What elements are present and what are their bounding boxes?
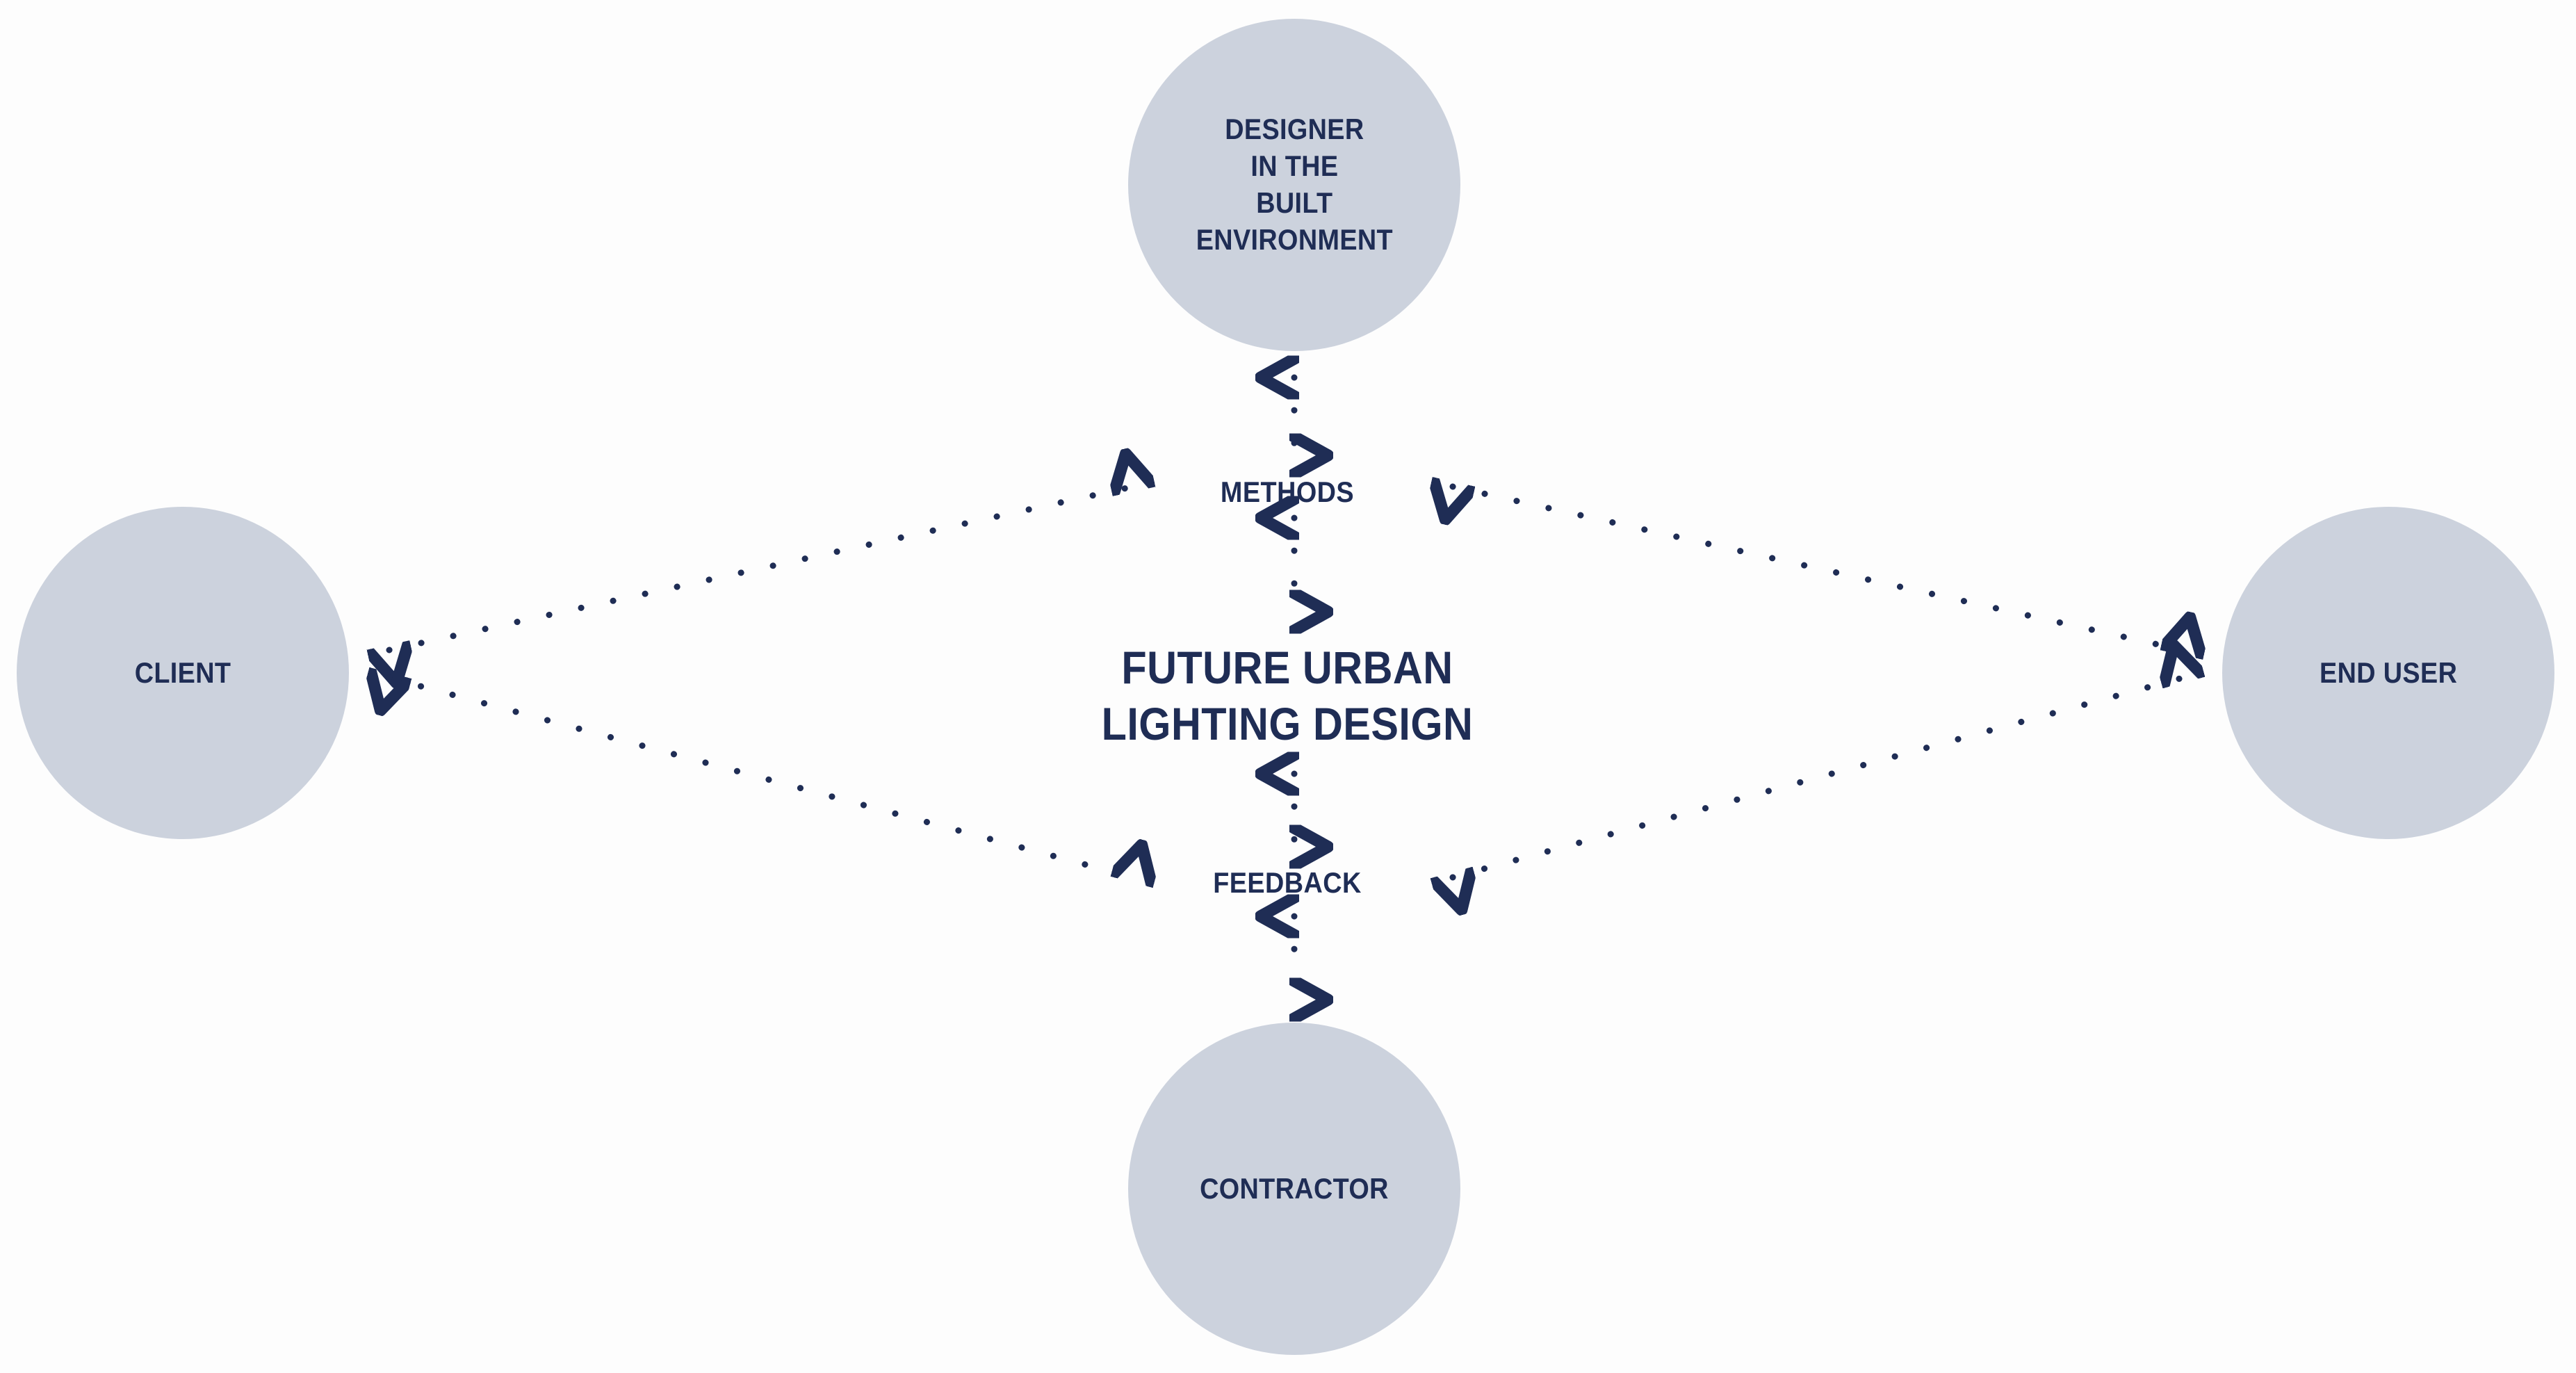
node-contractor-label: CONTRACTOR bbox=[1200, 1171, 1389, 1205]
connector-methods-enduser bbox=[1453, 487, 2183, 650]
connector-feedback-enduser bbox=[1453, 678, 2183, 877]
node-client[interactable]: CLIENT bbox=[17, 507, 349, 839]
node-designer-label: DESIGNER IN THE BUILT ENVIRONMENT bbox=[1196, 113, 1393, 256]
hub-label-feedback: FEEDBACK bbox=[1213, 866, 1362, 899]
node-contractor[interactable]: CONTRACTOR bbox=[1128, 1023, 1460, 1355]
hub-label-methods: METHODS bbox=[1220, 476, 1355, 508]
node-end-user[interactable]: END USER bbox=[2222, 507, 2554, 839]
node-end-user-label: END USER bbox=[2319, 656, 2458, 689]
diagram-center-title: FUTURE URBAN LIGHTING DESIGN bbox=[1101, 642, 1474, 749]
connector-client-methods bbox=[389, 487, 1133, 650]
node-designer-in-the-built-environment[interactable]: DESIGNER IN THE BUILT ENVIRONMENT bbox=[1128, 19, 1460, 351]
connector-client-feedback bbox=[389, 678, 1133, 877]
node-client-label: CLIENT bbox=[134, 656, 231, 689]
